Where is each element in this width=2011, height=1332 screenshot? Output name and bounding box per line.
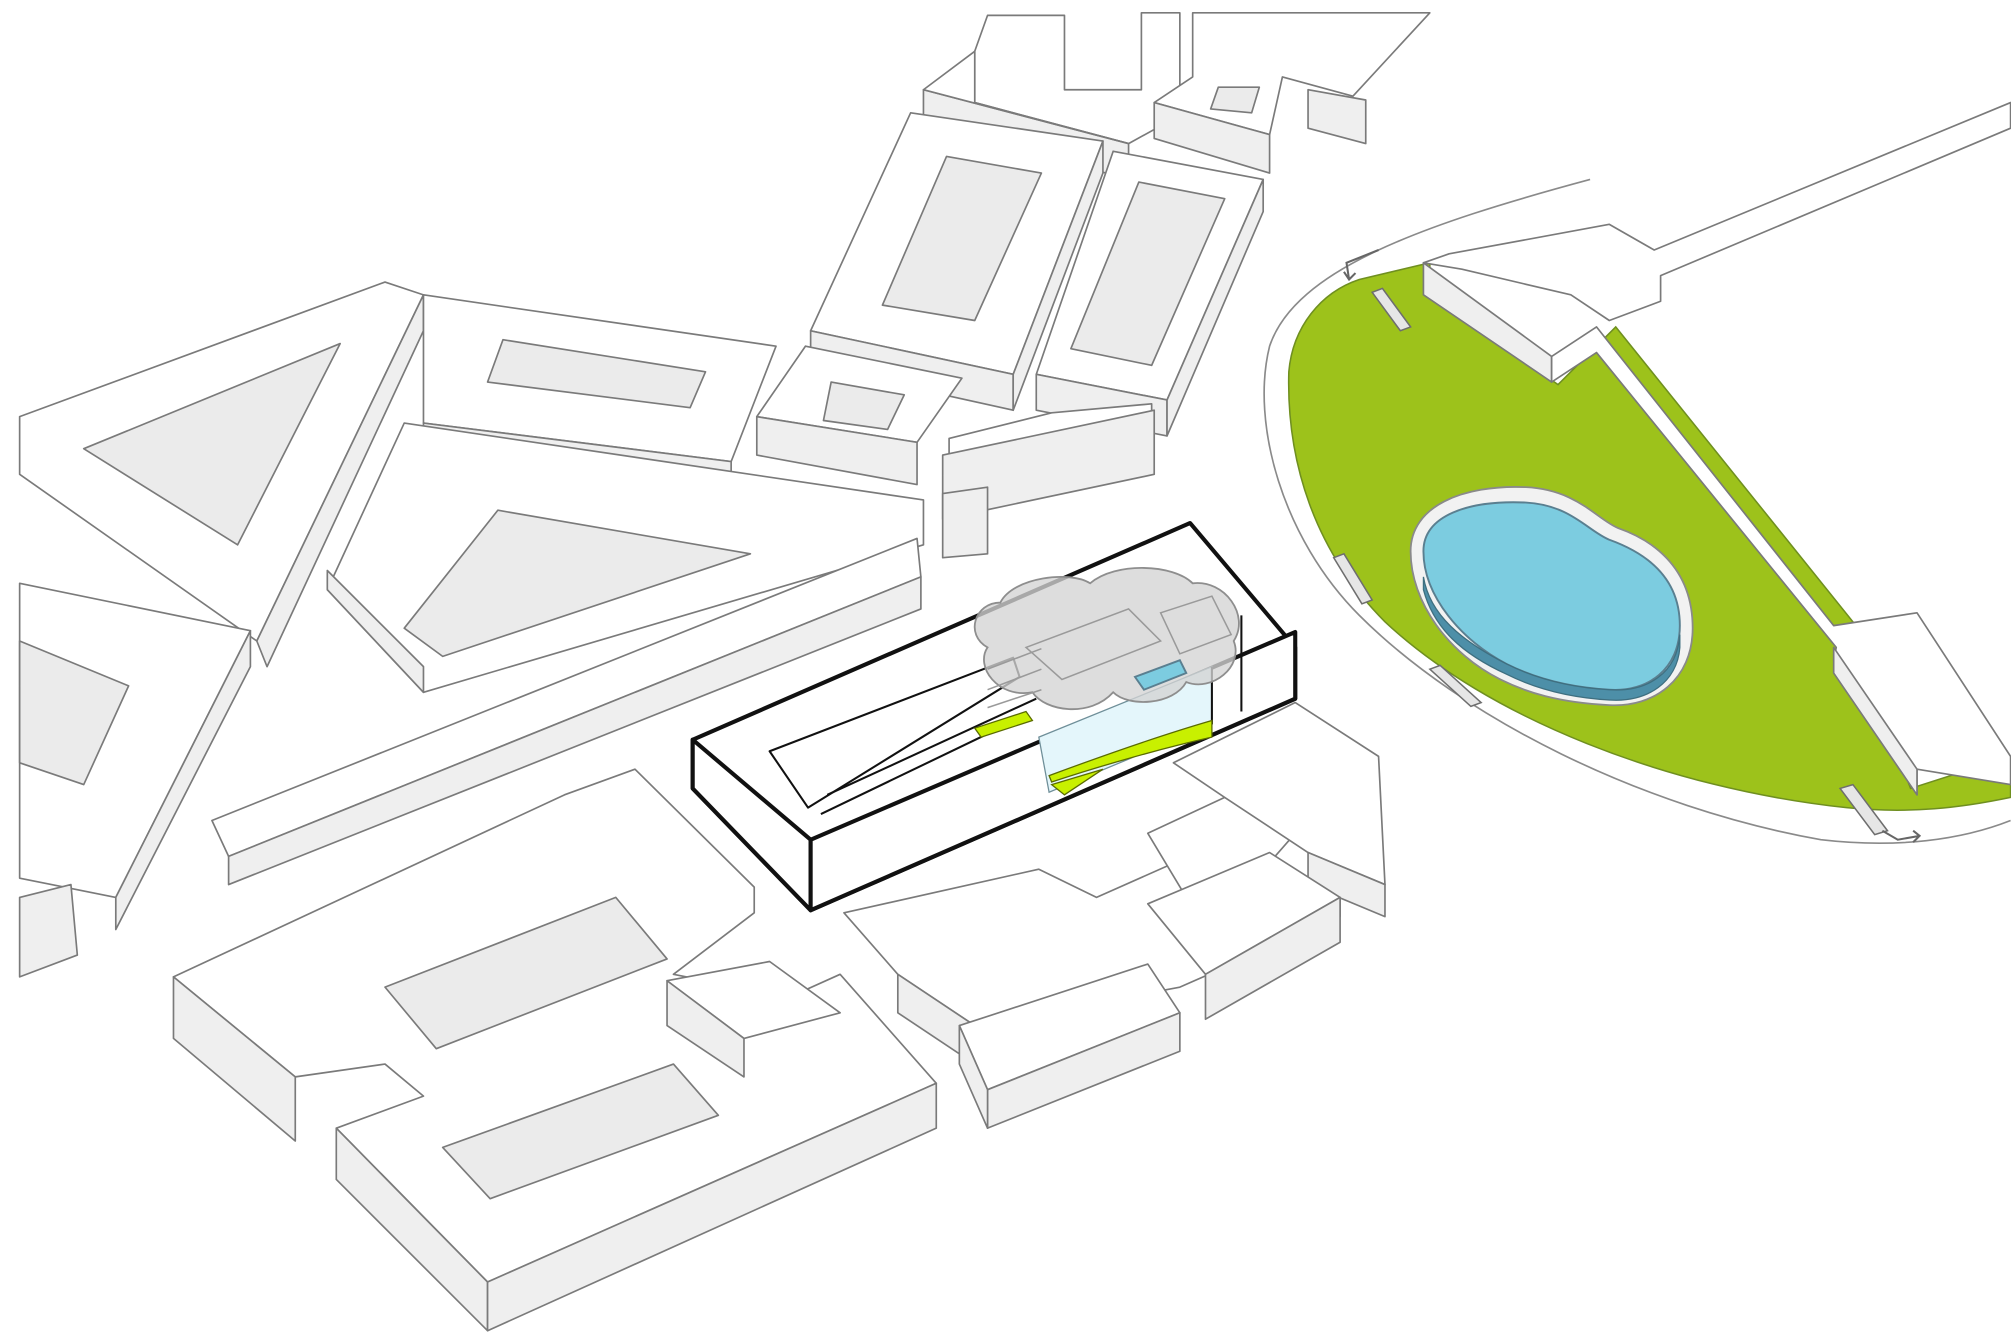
building-block [943, 487, 988, 558]
corner-arrow-icon [1882, 831, 1919, 843]
building-block [1211, 87, 1260, 113]
park-area [1264, 103, 2010, 844]
park-wall-top [1423, 103, 2010, 321]
building-block [20, 885, 78, 977]
building-block [1308, 90, 1366, 144]
